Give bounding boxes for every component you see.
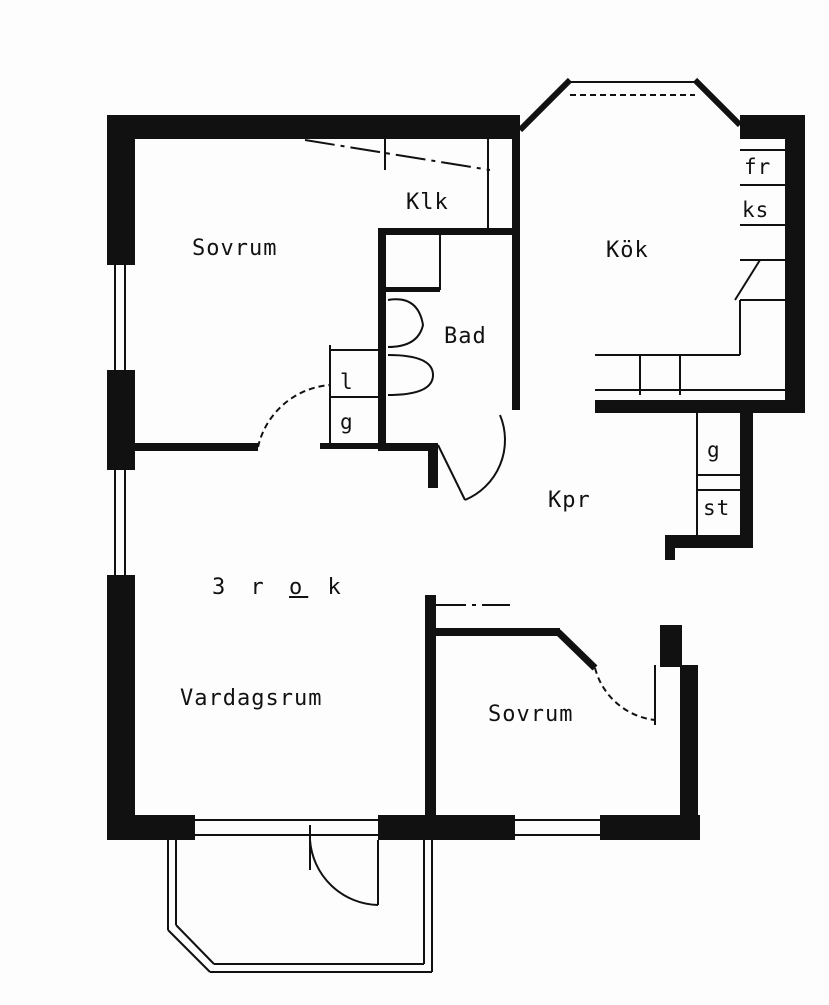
room-label-hall: Kpr	[548, 488, 591, 513]
fixture-label-fridge: fr	[744, 155, 772, 179]
fixture-label-cleaning-cabinet: st	[703, 496, 731, 520]
room-label-closet: Klk	[406, 190, 449, 215]
room-label-bedroom-2: Sovrum	[488, 702, 574, 727]
interior-walls	[135, 138, 805, 815]
summary-kitchen: k	[308, 575, 347, 600]
fixture-label-linen: l	[340, 370, 354, 394]
apartment-type-label: 3 r o k	[212, 575, 347, 600]
fixture-label-wardrobe-hall: g	[707, 438, 721, 462]
exterior-walls	[107, 115, 805, 840]
windows-doors-fixtures	[114, 77, 785, 973]
room-label-living-room: Vardagsrum	[180, 686, 323, 711]
room-label-bedroom-1: Sovrum	[192, 236, 278, 261]
room-label-bathroom: Bad	[444, 324, 487, 349]
summary-o: o	[289, 575, 309, 600]
room-label-kitchen: Kök	[606, 238, 649, 263]
fixture-label-wardrobe-bath: g	[340, 410, 354, 434]
summary-rooms: 3 r	[212, 575, 270, 600]
fixture-label-freezer: ks	[742, 198, 770, 222]
